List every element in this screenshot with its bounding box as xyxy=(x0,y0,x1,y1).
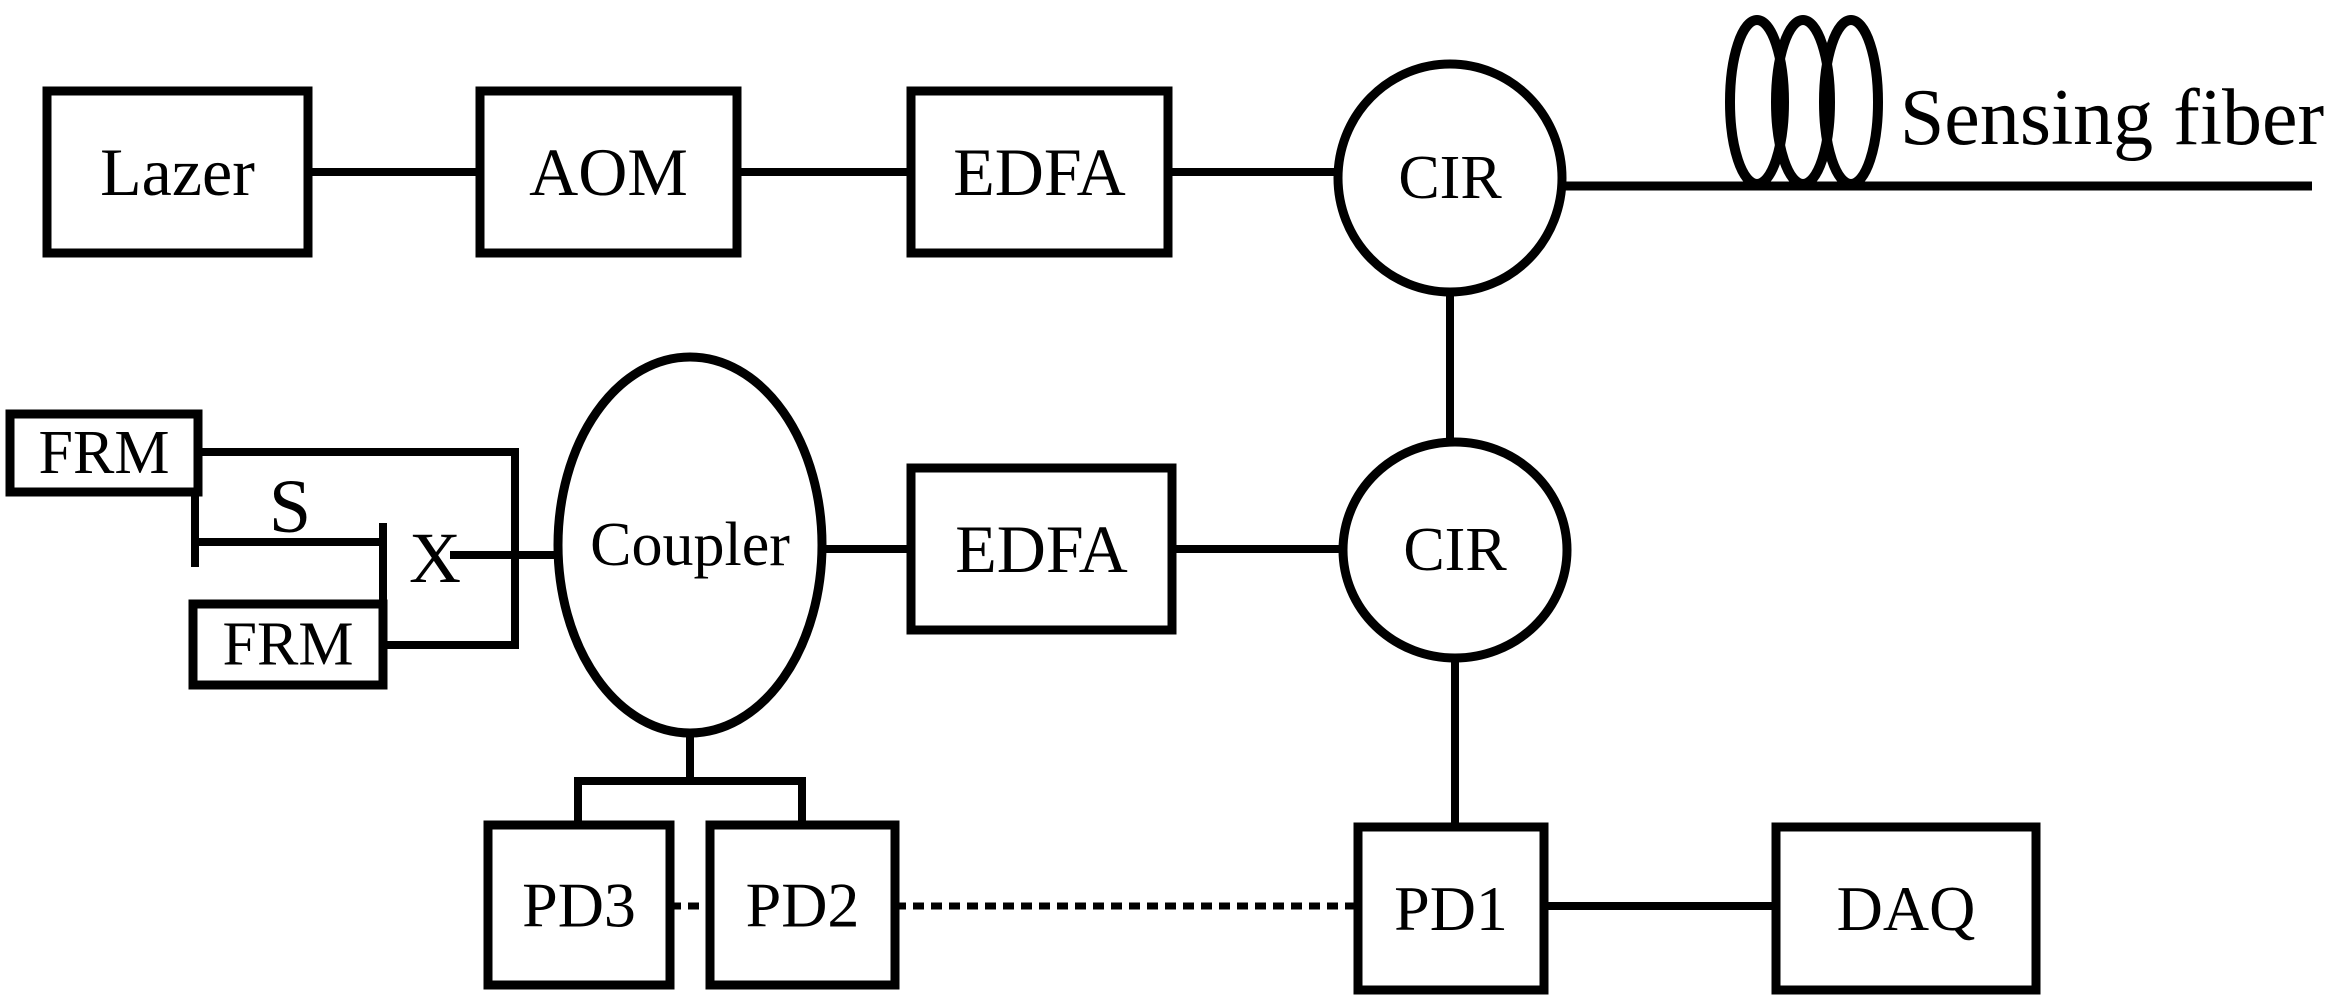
lazer-label: Lazer xyxy=(100,134,255,210)
edfa-1-box xyxy=(906,86,1173,258)
pd2-label: PD2 xyxy=(746,870,860,941)
arm-x-label: X xyxy=(409,518,461,598)
pd2-box xyxy=(705,820,900,990)
coupler-circle xyxy=(553,352,827,738)
cir-2-circle xyxy=(1338,437,1572,663)
frm-1-label: FRM xyxy=(39,419,170,487)
frm-2-box xyxy=(188,599,388,690)
arm-s-label: S xyxy=(269,465,311,549)
aom-label: AOM xyxy=(529,134,688,210)
aom-box xyxy=(475,86,742,258)
lazer-box xyxy=(42,86,313,258)
sensing-fiber-label: Sensing fiber xyxy=(1900,74,2324,162)
sensing-fiber-coil-loop-2 xyxy=(1771,15,1835,189)
pd3-label: PD3 xyxy=(522,870,636,941)
edfa-2-box xyxy=(906,463,1177,635)
daq-box xyxy=(1771,822,2041,995)
edfa-1-label: EDFA xyxy=(953,134,1126,210)
frm-2-label: FRM xyxy=(223,611,354,679)
cir-2-label: CIR xyxy=(1403,516,1507,584)
sensing-fiber-coil-loop-3 xyxy=(1819,15,1883,189)
cir-1-label: CIR xyxy=(1398,144,1502,212)
coupler-label: Coupler xyxy=(590,511,790,579)
edfa-2-label: EDFA xyxy=(955,511,1128,587)
pd3-box xyxy=(483,820,675,990)
frm-1-box xyxy=(5,409,203,497)
cir-1-circle xyxy=(1333,59,1567,297)
pd1-label: PD1 xyxy=(1394,873,1508,944)
pd1-box xyxy=(1353,822,1549,995)
daq-label: DAQ xyxy=(1837,873,1976,944)
sensing-fiber-coil-loop-1 xyxy=(1725,15,1789,189)
